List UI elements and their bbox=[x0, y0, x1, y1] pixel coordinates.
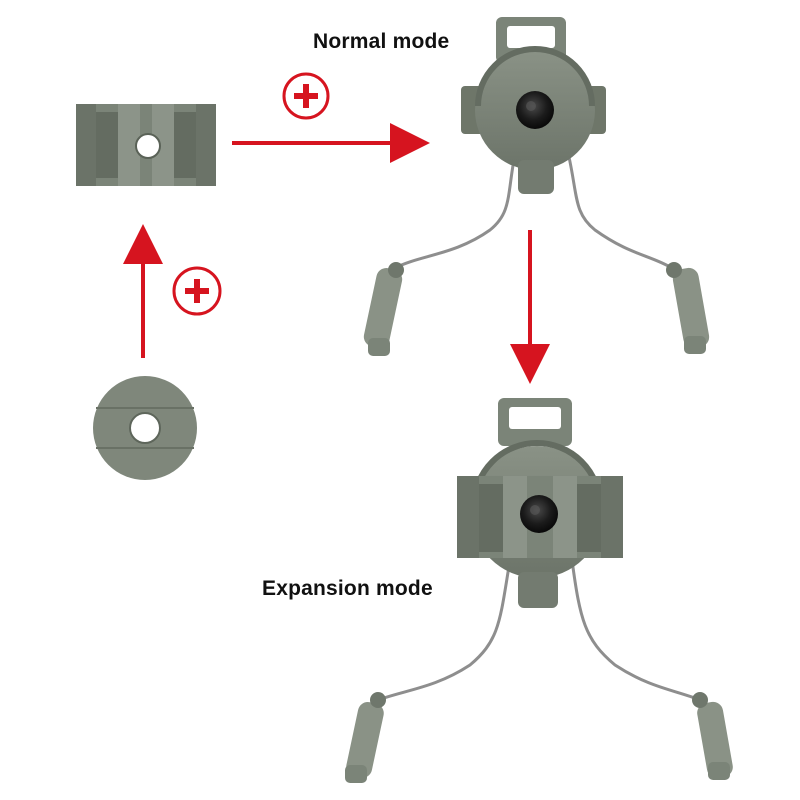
right-foot-pad bbox=[666, 262, 710, 354]
plus-icon bbox=[282, 72, 330, 120]
attached-rail-adapter bbox=[457, 476, 623, 558]
normal-mode-label: Normal mode bbox=[313, 30, 450, 53]
right-foot-pad bbox=[692, 692, 733, 780]
left-foot-pad bbox=[363, 262, 404, 356]
left-foot-pad bbox=[345, 692, 386, 783]
plus-icon bbox=[172, 266, 222, 316]
expansion-mode-label: Expansion mode bbox=[262, 577, 433, 600]
rail-adapter-part bbox=[76, 104, 216, 186]
expansion-mode-mount bbox=[345, 398, 733, 783]
adjust-knob bbox=[520, 495, 558, 533]
normal-mode-mount bbox=[363, 17, 710, 356]
adjust-knob bbox=[516, 91, 554, 129]
round-spacer-part bbox=[93, 376, 197, 480]
